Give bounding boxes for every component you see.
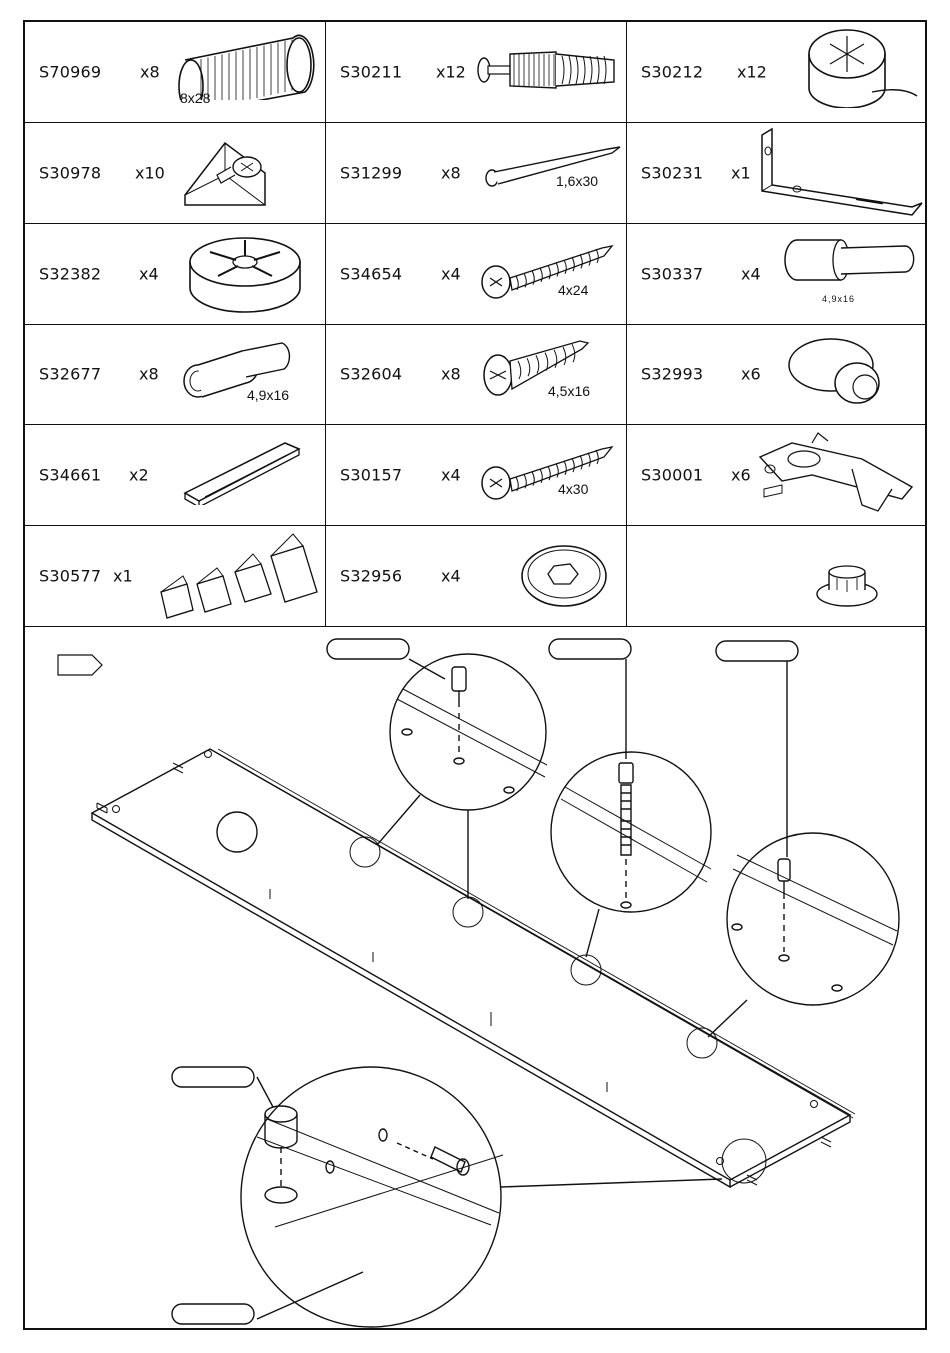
part-dimension: 4,5x16 xyxy=(548,383,590,399)
part-code: S32382 xyxy=(39,264,101,283)
part-quantity: x8 xyxy=(441,163,461,182)
part-code: S32677 xyxy=(39,365,101,384)
shelf-support-icon xyxy=(170,333,320,407)
part-quantity: x6 xyxy=(731,466,751,485)
part-cell: S30001 x6 xyxy=(627,425,925,526)
part-quantity: x8 xyxy=(140,62,160,81)
part-code: S30577 xyxy=(39,567,101,586)
bumper-icon xyxy=(777,331,925,415)
part-dimension: 4,9x16 xyxy=(247,387,289,403)
part-dimension: 4x24 xyxy=(558,282,588,298)
cam-bolt-icon xyxy=(474,40,624,104)
part-quantity: x4 xyxy=(139,264,159,283)
callout-label-4 xyxy=(172,1067,254,1087)
part-code: S30337 xyxy=(641,264,703,283)
l-bracket-icon xyxy=(752,125,925,224)
board-panel xyxy=(92,749,855,1187)
part-cell: S32677 x8 4,9x16 xyxy=(25,325,326,426)
part-cell: S30577 x1 xyxy=(25,526,326,627)
part-code: S31299 xyxy=(340,163,402,182)
part-cell: S30231 x1 xyxy=(627,123,925,224)
parts-grid: S70969 x8 8x28 S30211 x12 S30212 x12 S30978 x… xyxy=(25,22,925,627)
part-quantity: x10 xyxy=(135,163,165,182)
part-dimension: 4x30 xyxy=(558,481,588,497)
wedges-icon xyxy=(153,532,325,627)
board-dowels xyxy=(97,751,831,1186)
part-cell: S30978 x10 xyxy=(25,123,326,224)
part-code: S30211 xyxy=(340,62,402,81)
shelf-pin-icon xyxy=(777,232,925,298)
instruction-sheet: S70969 x8 8x28 S30211 x12 S30212 x12 S30978 x… xyxy=(23,20,927,1330)
part-code: S34654 xyxy=(340,264,402,283)
callout-label-5 xyxy=(172,1304,254,1324)
part-quantity: x12 xyxy=(436,62,466,81)
part-cell: S31299 x8 1,6x30 xyxy=(326,123,627,224)
corner-block-icon xyxy=(175,133,325,217)
screw-icon xyxy=(476,435,626,509)
part-code: S32956 xyxy=(340,567,402,586)
part-dimension: 4,9x16 xyxy=(822,294,855,304)
part-quantity: x4 xyxy=(441,466,461,485)
part-quantity: x1 xyxy=(113,567,133,586)
part-dimension: 8x28 xyxy=(180,90,210,106)
part-quantity: x8 xyxy=(441,365,461,384)
screw-icon xyxy=(476,234,626,308)
magnifier-shelf-support xyxy=(708,661,899,1037)
part-quantity: x4 xyxy=(441,567,461,586)
part-cell: S32993 x6 xyxy=(627,325,925,426)
assembly-diagram xyxy=(25,627,925,1328)
part-quantity: x12 xyxy=(737,62,767,81)
part-code: S30212 xyxy=(641,62,703,81)
part-quantity: x4 xyxy=(741,264,761,283)
part-cell: S30212 x12 xyxy=(627,22,925,123)
part-cell: S34661 x2 xyxy=(25,425,326,526)
magnifier-shelf-pin xyxy=(377,654,547,899)
part-cell: S32604 x8 4,5x16 xyxy=(326,325,627,426)
part-cell: S70969 x8 8x28 xyxy=(25,22,326,123)
part-quantity: x1 xyxy=(731,163,751,182)
part-quantity: x6 xyxy=(741,365,761,384)
part-cell: S30157 x4 4x30 xyxy=(326,425,627,526)
part-code: S30001 xyxy=(641,466,703,485)
callout-label-1 xyxy=(327,639,409,659)
part-code: S30231 xyxy=(641,163,703,182)
step-arrow-icon xyxy=(58,655,102,675)
part-cell: S34654 x4 4x24 xyxy=(326,224,627,325)
part-cell: S32382 x4 xyxy=(25,224,326,325)
part-code: S32993 xyxy=(641,365,703,384)
part-code: S30978 xyxy=(39,163,101,182)
part-quantity: x4 xyxy=(441,264,461,283)
part-cell: S30337 x4 4,9x16 xyxy=(627,224,925,325)
callout-label-2 xyxy=(549,639,631,659)
part-dimension: 1,6x30 xyxy=(556,173,598,189)
part-quantity: x2 xyxy=(129,466,149,485)
part-cell xyxy=(627,526,925,627)
foot-wheel-icon xyxy=(180,232,320,318)
part-cell: S32956 x4 xyxy=(326,526,627,627)
part-cell: S30211 x12 xyxy=(326,22,627,123)
hinge-icon xyxy=(752,429,922,523)
nut-cap-icon xyxy=(807,554,897,614)
part-code: S32604 xyxy=(340,365,402,384)
part-code: S70969 xyxy=(39,62,101,81)
part-code: S34661 xyxy=(39,466,101,485)
magnifier-cam-bolt xyxy=(551,659,711,957)
cover-cap-icon xyxy=(516,538,616,618)
callout-label-3 xyxy=(716,641,798,661)
detail-circles xyxy=(350,837,766,1183)
part-quantity: x8 xyxy=(139,365,159,384)
nail-icon xyxy=(476,143,626,197)
magnifier-cam-lock xyxy=(241,1067,722,1327)
cam-lock-icon xyxy=(782,26,922,112)
part-code: S30157 xyxy=(340,466,402,485)
rail-icon xyxy=(175,435,325,509)
